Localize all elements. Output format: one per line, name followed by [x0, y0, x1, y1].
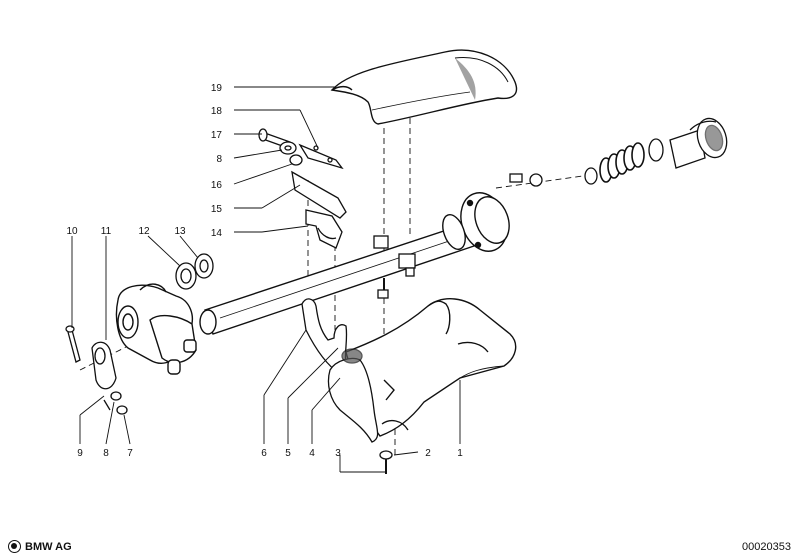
mounting-bracket-parts-14-18 [291, 143, 347, 249]
callout-2: 2 [425, 448, 431, 459]
copyright-icon [8, 540, 21, 553]
callout-8-upper: 8 [216, 154, 222, 165]
callout-8-lower: 8 [103, 448, 109, 459]
document-number: 00020353 [742, 541, 791, 553]
callout-1: 1 [457, 448, 463, 459]
leader-lines [71, 86, 461, 473]
clamp-bolt-hardware-parts-7-11 [65, 325, 128, 415]
tube-clamp-blocks [373, 235, 416, 299]
callout-9: 9 [77, 448, 83, 459]
brand-mark: BMW AG [8, 540, 72, 553]
tube-flange [442, 192, 510, 252]
callout-13: 13 [174, 226, 186, 237]
bearing-spring-assembly [509, 117, 728, 187]
callout-19: 19 [211, 83, 223, 94]
callout-6: 6 [261, 448, 267, 459]
callout-10: 10 [66, 226, 78, 237]
bolt-and-washers-parts-8-16-17 [258, 128, 303, 166]
callout-4: 4 [309, 448, 315, 459]
callout-17: 17 [211, 130, 223, 141]
callout-18: 18 [211, 106, 223, 117]
trim-pieces-parts-4-6 [301, 298, 409, 443]
steering-joint-housing [115, 283, 197, 375]
callout-12: 12 [138, 226, 150, 237]
callout-3: 3 [335, 448, 341, 459]
callout-14: 14 [211, 228, 223, 239]
callout-7: 7 [127, 448, 133, 459]
upper-cover-part-19 [330, 49, 518, 125]
callout-16: 16 [211, 180, 223, 191]
screw-parts-2-3 [379, 450, 393, 474]
callout-15: 15 [211, 204, 223, 215]
coil-spring [599, 142, 645, 183]
seal-rings-parts-12-13 [175, 253, 214, 290]
callout-11: 11 [101, 226, 112, 237]
callout-5: 5 [285, 448, 291, 459]
callout-labels: 19 18 17 8 16 15 14 10 11 12 13 9 8 7 6 … [66, 83, 463, 459]
brand-name: BMW AG [25, 540, 72, 553]
